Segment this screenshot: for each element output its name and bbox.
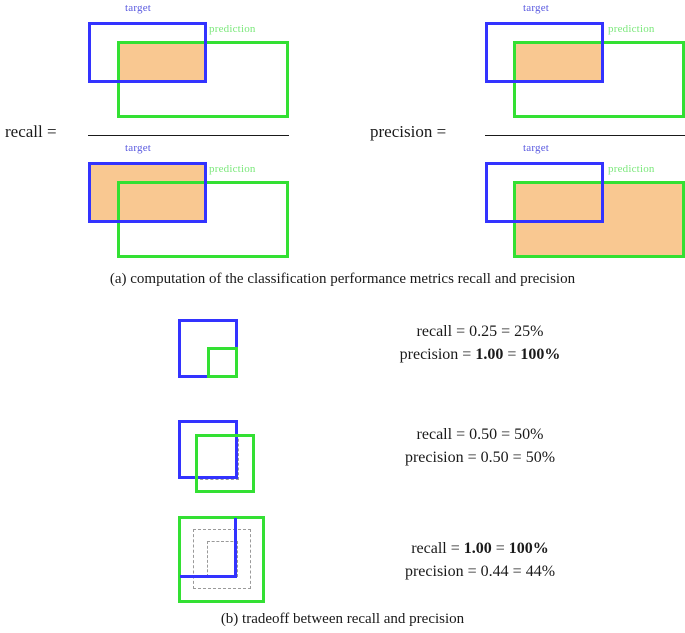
prediction-label: prediction (209, 23, 256, 35)
precision-eq2: = (508, 563, 526, 580)
precision-prefix: precision (404, 563, 464, 580)
precision-eq1: = (463, 449, 481, 466)
precision-eq2: = (503, 346, 521, 363)
prediction-box (117, 181, 289, 258)
precision-value-line: precision = 0.50 = 50% (290, 449, 670, 467)
target-label: target (523, 142, 550, 154)
prediction-label: prediction (209, 163, 256, 175)
prediction-area-fill (516, 184, 682, 255)
precision-eq2: = (508, 449, 526, 466)
target-box (178, 420, 238, 479)
recall-value: 0.50 (469, 426, 498, 443)
recall-value-line: recall = 1.00 = 100% (290, 540, 670, 558)
precision-percent: 100% (520, 346, 561, 363)
recall-eq2: = (491, 540, 509, 557)
caption-a: (a) computation of the classification pe… (109, 271, 576, 287)
precision-lhs: precision = (370, 122, 447, 141)
target-box-bottom-edge (180, 575, 237, 578)
prediction-box-overdraw (117, 41, 289, 118)
recall-formula-group: target prediction recall = target predic… (0, 0, 343, 265)
precision-prefix: precision (404, 449, 464, 466)
recall-eq1: = (452, 426, 470, 443)
precision-value: 1.00 (475, 346, 504, 363)
target-box (88, 162, 207, 223)
recall-eq2: = (497, 323, 515, 340)
precision-value-line: precision = 0.44 = 44% (290, 563, 670, 581)
recall-value-line: recall = 0.50 = 50% (290, 426, 670, 444)
target-label: target (523, 2, 550, 14)
recall-numerator-diagram: target prediction (0, 0, 343, 125)
target-area-fill (91, 165, 204, 220)
recall-denominator-diagram: target prediction (0, 140, 343, 265)
prediction-box (207, 347, 238, 378)
precision-percent: 50% (525, 449, 556, 466)
precision-eq1: = (458, 346, 476, 363)
precision-fraction-bar (485, 135, 685, 136)
recall-percent: 100% (508, 540, 549, 557)
precision-numerator-diagram: target prediction (343, 0, 685, 125)
target-label: target (125, 2, 152, 14)
precision-value: 0.44 (480, 563, 509, 580)
recall-lhs: recall = (5, 122, 57, 141)
intersection-fill (516, 44, 601, 80)
recall-value: 1.00 (463, 540, 492, 557)
tradeoff-case-1: recall = 0.25 = 25% precision = 1.00 = 1… (0, 315, 685, 390)
tradeoff-case-2: recall = 0.50 = 50% precision = 0.50 = 5… (0, 410, 685, 500)
prediction-label: prediction (608, 163, 655, 175)
prediction-label: prediction (608, 23, 655, 35)
target-box-overdraw (88, 22, 207, 83)
recall-percent: 50% (514, 426, 544, 443)
caption-b: (b) tradeoff between recall and precisio… (220, 611, 465, 627)
target-box-right-edge (234, 518, 237, 578)
prediction-box (178, 516, 265, 603)
precision-value-line: precision = 1.00 = 100% (290, 346, 670, 364)
recall-eq1: = (446, 540, 464, 557)
prediction-box-overdraw (513, 41, 685, 118)
target-label: target (125, 142, 152, 154)
recall-percent: 25% (514, 323, 544, 340)
recall-prefix: recall (416, 426, 453, 443)
target-box-overdraw (485, 22, 604, 83)
recall-value: 0.25 (469, 323, 498, 340)
recall-eq2: = (497, 426, 515, 443)
precision-formula-group: target prediction precision = target pre… (343, 0, 685, 265)
recall-eq1: = (452, 323, 470, 340)
target-box (485, 162, 604, 223)
intersection-fill (120, 44, 204, 80)
recall-prefix: recall (411, 540, 447, 557)
precision-value: 0.50 (480, 449, 509, 466)
precision-prefix: precision (399, 346, 459, 363)
precision-percent: 44% (525, 563, 556, 580)
prediction-box (195, 434, 255, 493)
precision-eq1: = (463, 563, 481, 580)
recall-fraction-bar (88, 135, 289, 136)
recall-prefix: recall (416, 323, 453, 340)
prediction-box (513, 181, 685, 258)
precision-denominator-diagram: target prediction (343, 140, 685, 265)
recall-value-line: recall = 0.25 = 25% (290, 323, 670, 341)
outer-dashed-box (193, 529, 251, 589)
tradeoff-case-3: recall = 1.00 = 100% precision = 0.44 = … (0, 505, 685, 610)
